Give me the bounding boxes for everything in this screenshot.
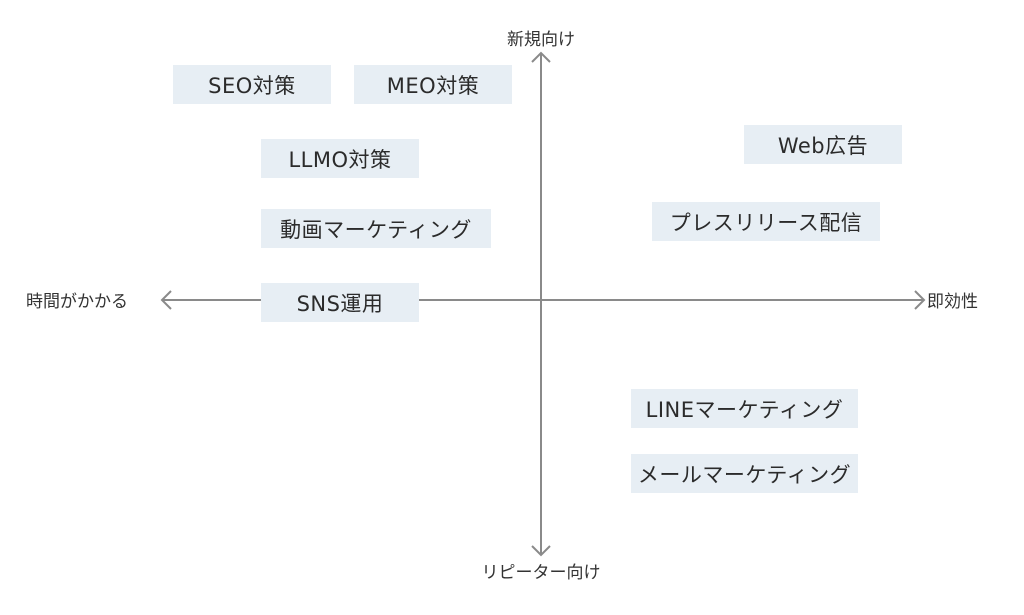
item-sns: SNS運用 (261, 283, 419, 322)
item-mail-marketing: メールマーケティング (631, 454, 858, 493)
item-llmo: LLMO対策 (261, 139, 419, 178)
axis-label-top: 新規向け (507, 30, 575, 50)
item-line-marketing: LINEマーケティング (631, 389, 858, 428)
axis-label-right: 即効性 (927, 292, 978, 312)
arrow-left-icon (160, 290, 172, 310)
item-video-marketing: 動画マーケティング (261, 209, 491, 248)
axis-label-bottom: リピーター向け (481, 563, 601, 583)
arrow-up-icon (531, 51, 551, 63)
arrow-down-icon (531, 545, 551, 557)
arrow-right-icon (914, 290, 926, 310)
axis-label-left: 時間がかかる (26, 292, 128, 312)
item-web-ads: Web広告 (744, 125, 902, 164)
item-press-release: プレスリリース配信 (652, 202, 880, 241)
item-seo: SEO対策 (173, 65, 331, 104)
item-meo: MEO対策 (354, 65, 512, 104)
